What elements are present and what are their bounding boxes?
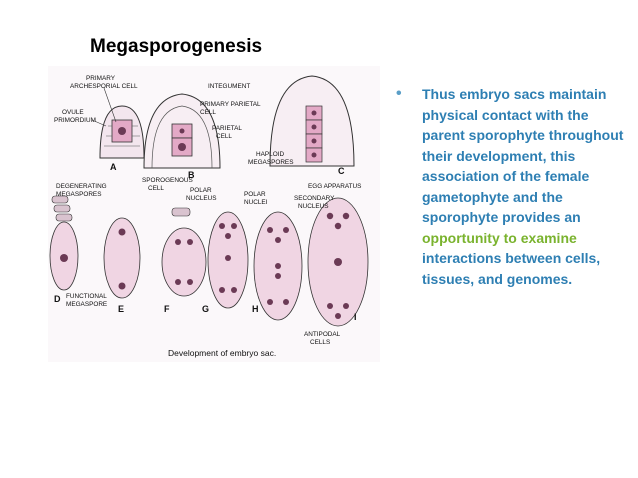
stage-letter-i: I: [354, 312, 357, 322]
label-sporogenous: SPOROGENOUS: [142, 177, 193, 184]
stage-letter-h: H: [252, 304, 259, 314]
label-primary-archesporial-2: ARCHESPORIAL CELL: [70, 83, 138, 90]
stage-i-mature-embryo-sac: [307, 197, 369, 327]
stage-letter-d: D: [54, 294, 61, 304]
stage-f-four-nucleate: [161, 207, 207, 297]
label-haploid: HAPLOID: [256, 151, 284, 158]
bullet-marker: •: [396, 85, 402, 102]
label-integument: INTEGUMENT: [208, 83, 250, 90]
stage-h-polar-nuclei: [253, 211, 303, 321]
label-polar: POLAR: [190, 187, 212, 194]
stage-letter-f: F: [164, 304, 170, 314]
stage-b-primary-parietal: [143, 93, 221, 169]
label-polar-nucleus: NUCLEUS: [186, 195, 217, 202]
bullet-text-segment-2: opportunity to examine: [422, 229, 577, 246]
label-functional-megaspore: MEGASPORE: [66, 301, 107, 308]
stage-letter-a: A: [110, 162, 117, 172]
label-antipodal: ANTIPODAL: [304, 331, 341, 338]
label-polar-nuclei-2: NUCLEI: [244, 199, 268, 206]
figure-caption: Development of embryo sac.: [168, 348, 276, 358]
label-degenerating-megaspores: MEGASPORES: [56, 191, 101, 198]
slide-title: Megasporogenesis: [90, 36, 263, 57]
label-primary-parietal-2: CELL: [200, 109, 216, 116]
stage-letter-b: B: [188, 170, 195, 180]
embryo-sac-figure: PRIMARY ARCHESPORIAL CELL OVULE PRIMORDI…: [48, 66, 380, 362]
label-egg-apparatus: EGG APPARATUS: [308, 183, 361, 190]
label-antipodal-cells: CELLS: [310, 339, 330, 346]
label-ovule: OVULE: [62, 109, 84, 116]
label-sporogenous-cell: CELL: [148, 185, 164, 192]
label-functional: FUNCTIONAL: [66, 293, 107, 300]
stage-letter-e: E: [118, 304, 124, 314]
stage-e-two-nucleate: [103, 217, 141, 299]
label-polar-nuclei: POLAR: [244, 191, 266, 198]
label-primary-parietal: PRIMARY PARIETAL: [200, 101, 261, 108]
stage-letter-c: C: [338, 166, 345, 176]
bullet-point: • Thus embryo sacs maintain physical con…: [396, 84, 626, 289]
bullet-text: Thus embryo sacs maintain physical conta…: [422, 84, 626, 289]
label-ovule-primordium: PRIMORDIUM: [54, 117, 96, 124]
bullet-text-segment-1: Thus embryo sacs maintain physical conta…: [422, 86, 624, 225]
label-haploid-megaspores: MEGASPORES: [248, 159, 293, 166]
label-secondary: SECONDARY: [294, 195, 335, 202]
stage-a-ovule-primordium: [99, 105, 145, 159]
stage-g-eight-nucleate: [207, 211, 249, 309]
label-degenerating: DEGENERATING: [56, 183, 107, 190]
label-secondary-nucleus: NUCLEUS: [298, 203, 329, 210]
label-parietal-cell: PARIETAL: [212, 125, 242, 132]
bullet-text-segment-3: interactions between cells, tissues, and…: [422, 250, 601, 287]
stage-letter-g: G: [202, 304, 209, 314]
stage-c-haploid-megaspores: [269, 75, 355, 167]
label-parietal-cell-2: CELL: [216, 133, 232, 140]
embryo-sac-diagram: PRIMARY ARCHESPORIAL CELL OVULE PRIMORDI…: [48, 66, 380, 362]
stage-d-functional-megaspore: [49, 195, 79, 291]
label-primary-archesporial: PRIMARY: [86, 75, 116, 82]
